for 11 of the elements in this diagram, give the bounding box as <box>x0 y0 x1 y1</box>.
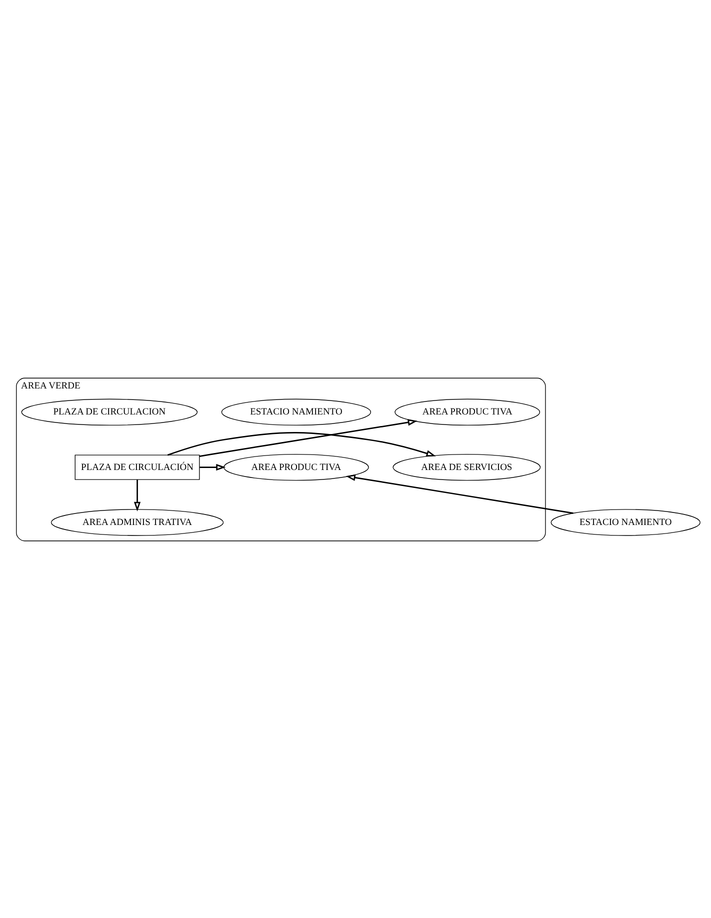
arrow <box>200 463 226 470</box>
node-ellipse: AREA DE SERVICIOS <box>392 453 541 480</box>
arrow <box>199 418 418 456</box>
node-ellipse: ESTACIO NAMIENTO <box>550 508 700 536</box>
node-ellipse: ESTACIO NAMIENTO <box>221 398 372 426</box>
arrow <box>134 479 141 511</box>
node-ellipse: AREA ADMINIS TRATIVA <box>50 508 224 536</box>
node-ellipse: PLAZA DE CIRCULACION <box>21 398 198 426</box>
arrow <box>346 474 574 514</box>
node-box: PLAZA DE CIRCULACIÓN <box>74 454 200 480</box>
arrow <box>167 432 436 456</box>
